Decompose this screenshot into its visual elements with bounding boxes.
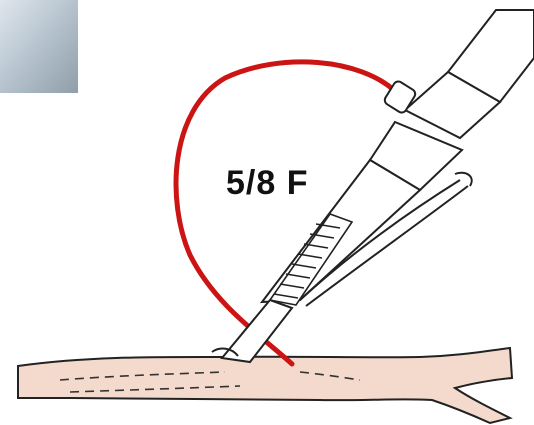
catheter-size-label: 5/8 F <box>226 164 308 203</box>
blood-vessel <box>18 348 512 423</box>
corner-swatch <box>0 0 78 93</box>
